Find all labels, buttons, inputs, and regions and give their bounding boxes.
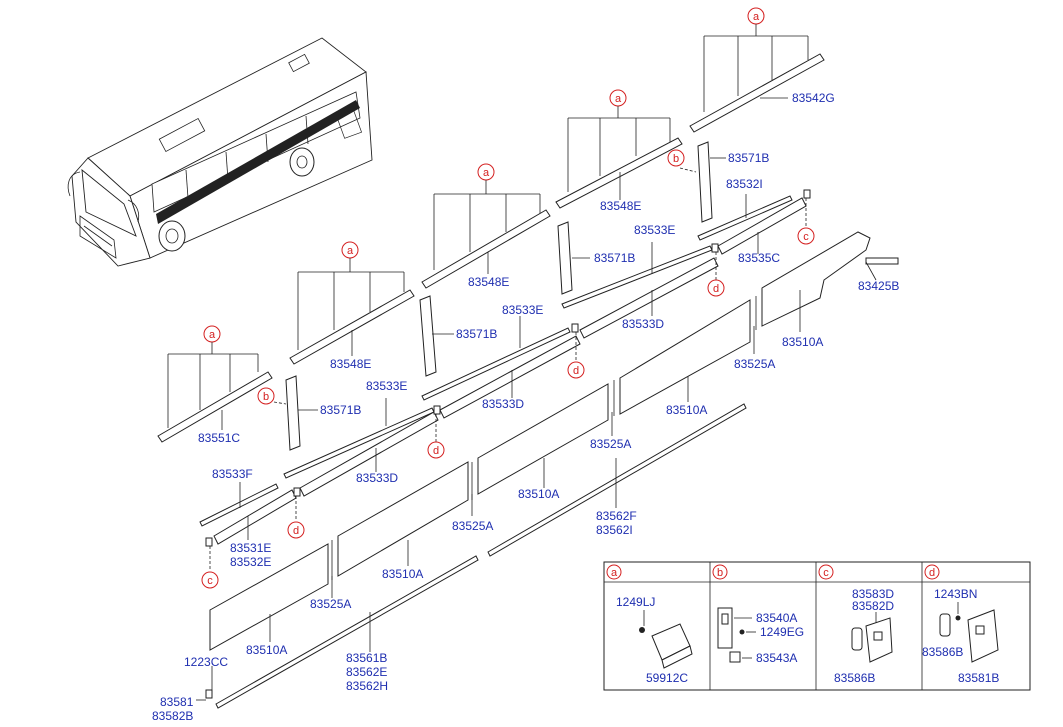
pillar-parts	[285, 141, 726, 451]
part-label: 83562F	[596, 509, 637, 523]
part-label: 83525A	[452, 519, 493, 533]
callout-text-c: c	[803, 231, 809, 243]
callout-text-a: a	[483, 167, 490, 179]
part-label: 83531E	[230, 541, 271, 555]
part-label: 83533D	[482, 397, 524, 411]
part-label: 83548E	[468, 275, 509, 289]
cell-a-label: 59912C	[646, 671, 688, 685]
cell-d-label: 1243BN	[934, 587, 977, 601]
part-label: 83571B	[728, 151, 769, 165]
callout-text-a: a	[615, 93, 622, 105]
part-label: 83425B	[858, 279, 899, 293]
part-label: 83581	[160, 695, 194, 709]
bus-illustration	[67, 37, 373, 267]
part-label: 83532E	[230, 555, 271, 569]
part-label: 83525A	[590, 437, 631, 451]
moulding-strips	[199, 189, 899, 709]
side-panels	[209, 231, 871, 651]
cell-d-label: 83581B	[958, 671, 999, 685]
part-label: 83525A	[310, 597, 351, 611]
part-label: 83548E	[330, 357, 371, 371]
table-header-c: c	[823, 567, 829, 579]
part-label: 83535C	[738, 251, 780, 265]
cell-a-label: 1249LJ	[616, 595, 655, 609]
part-label: 83533E	[634, 223, 675, 237]
cell-b-label: 1249EG	[760, 625, 804, 639]
part-label: 83562I	[596, 523, 633, 537]
callout-text-a: a	[209, 329, 216, 341]
callout-text-b: b	[263, 391, 269, 403]
part-label: 83510A	[666, 403, 707, 417]
part-label: 83548E	[600, 199, 641, 213]
part-label: 83533D	[356, 471, 398, 485]
part-label: 83582B	[152, 709, 193, 723]
part-label: 83510A	[382, 567, 423, 581]
part-label: 83533D	[622, 317, 664, 331]
part-label: 83571B	[320, 403, 361, 417]
part-label: 83510A	[246, 643, 287, 657]
cell-b-label: 83543A	[756, 651, 797, 665]
callout-tree-a-3: a	[421, 163, 551, 289]
callouts-bcd: b b c c d d d d	[201, 149, 815, 589]
part-label: 83510A	[782, 335, 823, 349]
legend-table: a b c d 1249LJ 59912C 83540A 1249EG 8354…	[603, 561, 1031, 691]
part-label: 83533E	[502, 303, 543, 317]
part-label: 83533E	[366, 379, 407, 393]
table-header-a: a	[611, 567, 618, 579]
callout-text-b: b	[673, 153, 679, 165]
part-label: 83551C	[198, 431, 240, 445]
part-label: 83562E	[346, 665, 387, 679]
part-label: 83561B	[346, 651, 387, 665]
part-label: 83510A	[518, 487, 559, 501]
part-label: 83542G	[792, 91, 835, 105]
cell-b-label: 83540A	[756, 611, 797, 625]
callout-text-a: a	[753, 11, 760, 23]
callout-tree-a-5: a	[157, 325, 273, 443]
part-label: 1223CC	[184, 655, 228, 669]
callout-text-d: d	[293, 525, 299, 537]
part-label: 83525A	[734, 357, 775, 371]
part-label: 83571B	[456, 327, 497, 341]
callout-text-d: d	[713, 283, 719, 295]
cell-c-label: 83582D	[852, 599, 894, 613]
part-label: 83532I	[726, 177, 763, 191]
part-label: 83562H	[346, 679, 388, 693]
callout-tree-a-1: a	[689, 7, 825, 133]
cell-c-label: 83583D	[852, 587, 894, 601]
part-label: 83571B	[594, 251, 635, 265]
callout-text-d: d	[433, 445, 439, 457]
cell-d-label: 83586B	[922, 645, 963, 659]
cell-c-label: 83586B	[834, 671, 875, 685]
callout-tree-a-2: a	[555, 89, 683, 209]
part-label: 83533F	[212, 467, 253, 481]
callout-text-c: c	[207, 575, 213, 587]
part-labels: 83542G 83548E 83548E 83548E 83551C 83571…	[152, 91, 899, 723]
table-header-b: b	[717, 567, 723, 579]
leader-lines	[196, 97, 877, 701]
table-header-d: d	[929, 567, 935, 579]
callout-text-a: a	[347, 245, 354, 257]
callout-text-d: d	[573, 365, 579, 377]
callout-tree-a-4: a	[289, 241, 415, 365]
